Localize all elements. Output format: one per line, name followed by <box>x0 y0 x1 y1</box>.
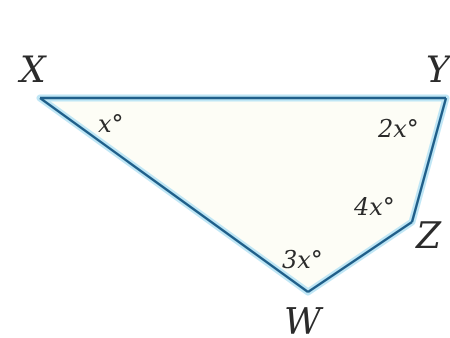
angle-label-y: 2x° <box>377 115 419 143</box>
edge-wx <box>39 97 309 293</box>
quadrilateral-fill <box>40 98 446 292</box>
angle-label-w: 3x° <box>282 246 323 274</box>
edge-zw <box>307 221 413 293</box>
vertex-label-z: Z <box>415 216 442 257</box>
angle-label-x: x° <box>98 110 124 138</box>
vertex-label-x: X <box>17 50 47 91</box>
edge-yz <box>410 97 448 223</box>
angle-label-z: 4x° <box>353 193 395 221</box>
vertex-label-w: W <box>284 302 324 338</box>
vertex-label-y: Y <box>426 50 450 91</box>
